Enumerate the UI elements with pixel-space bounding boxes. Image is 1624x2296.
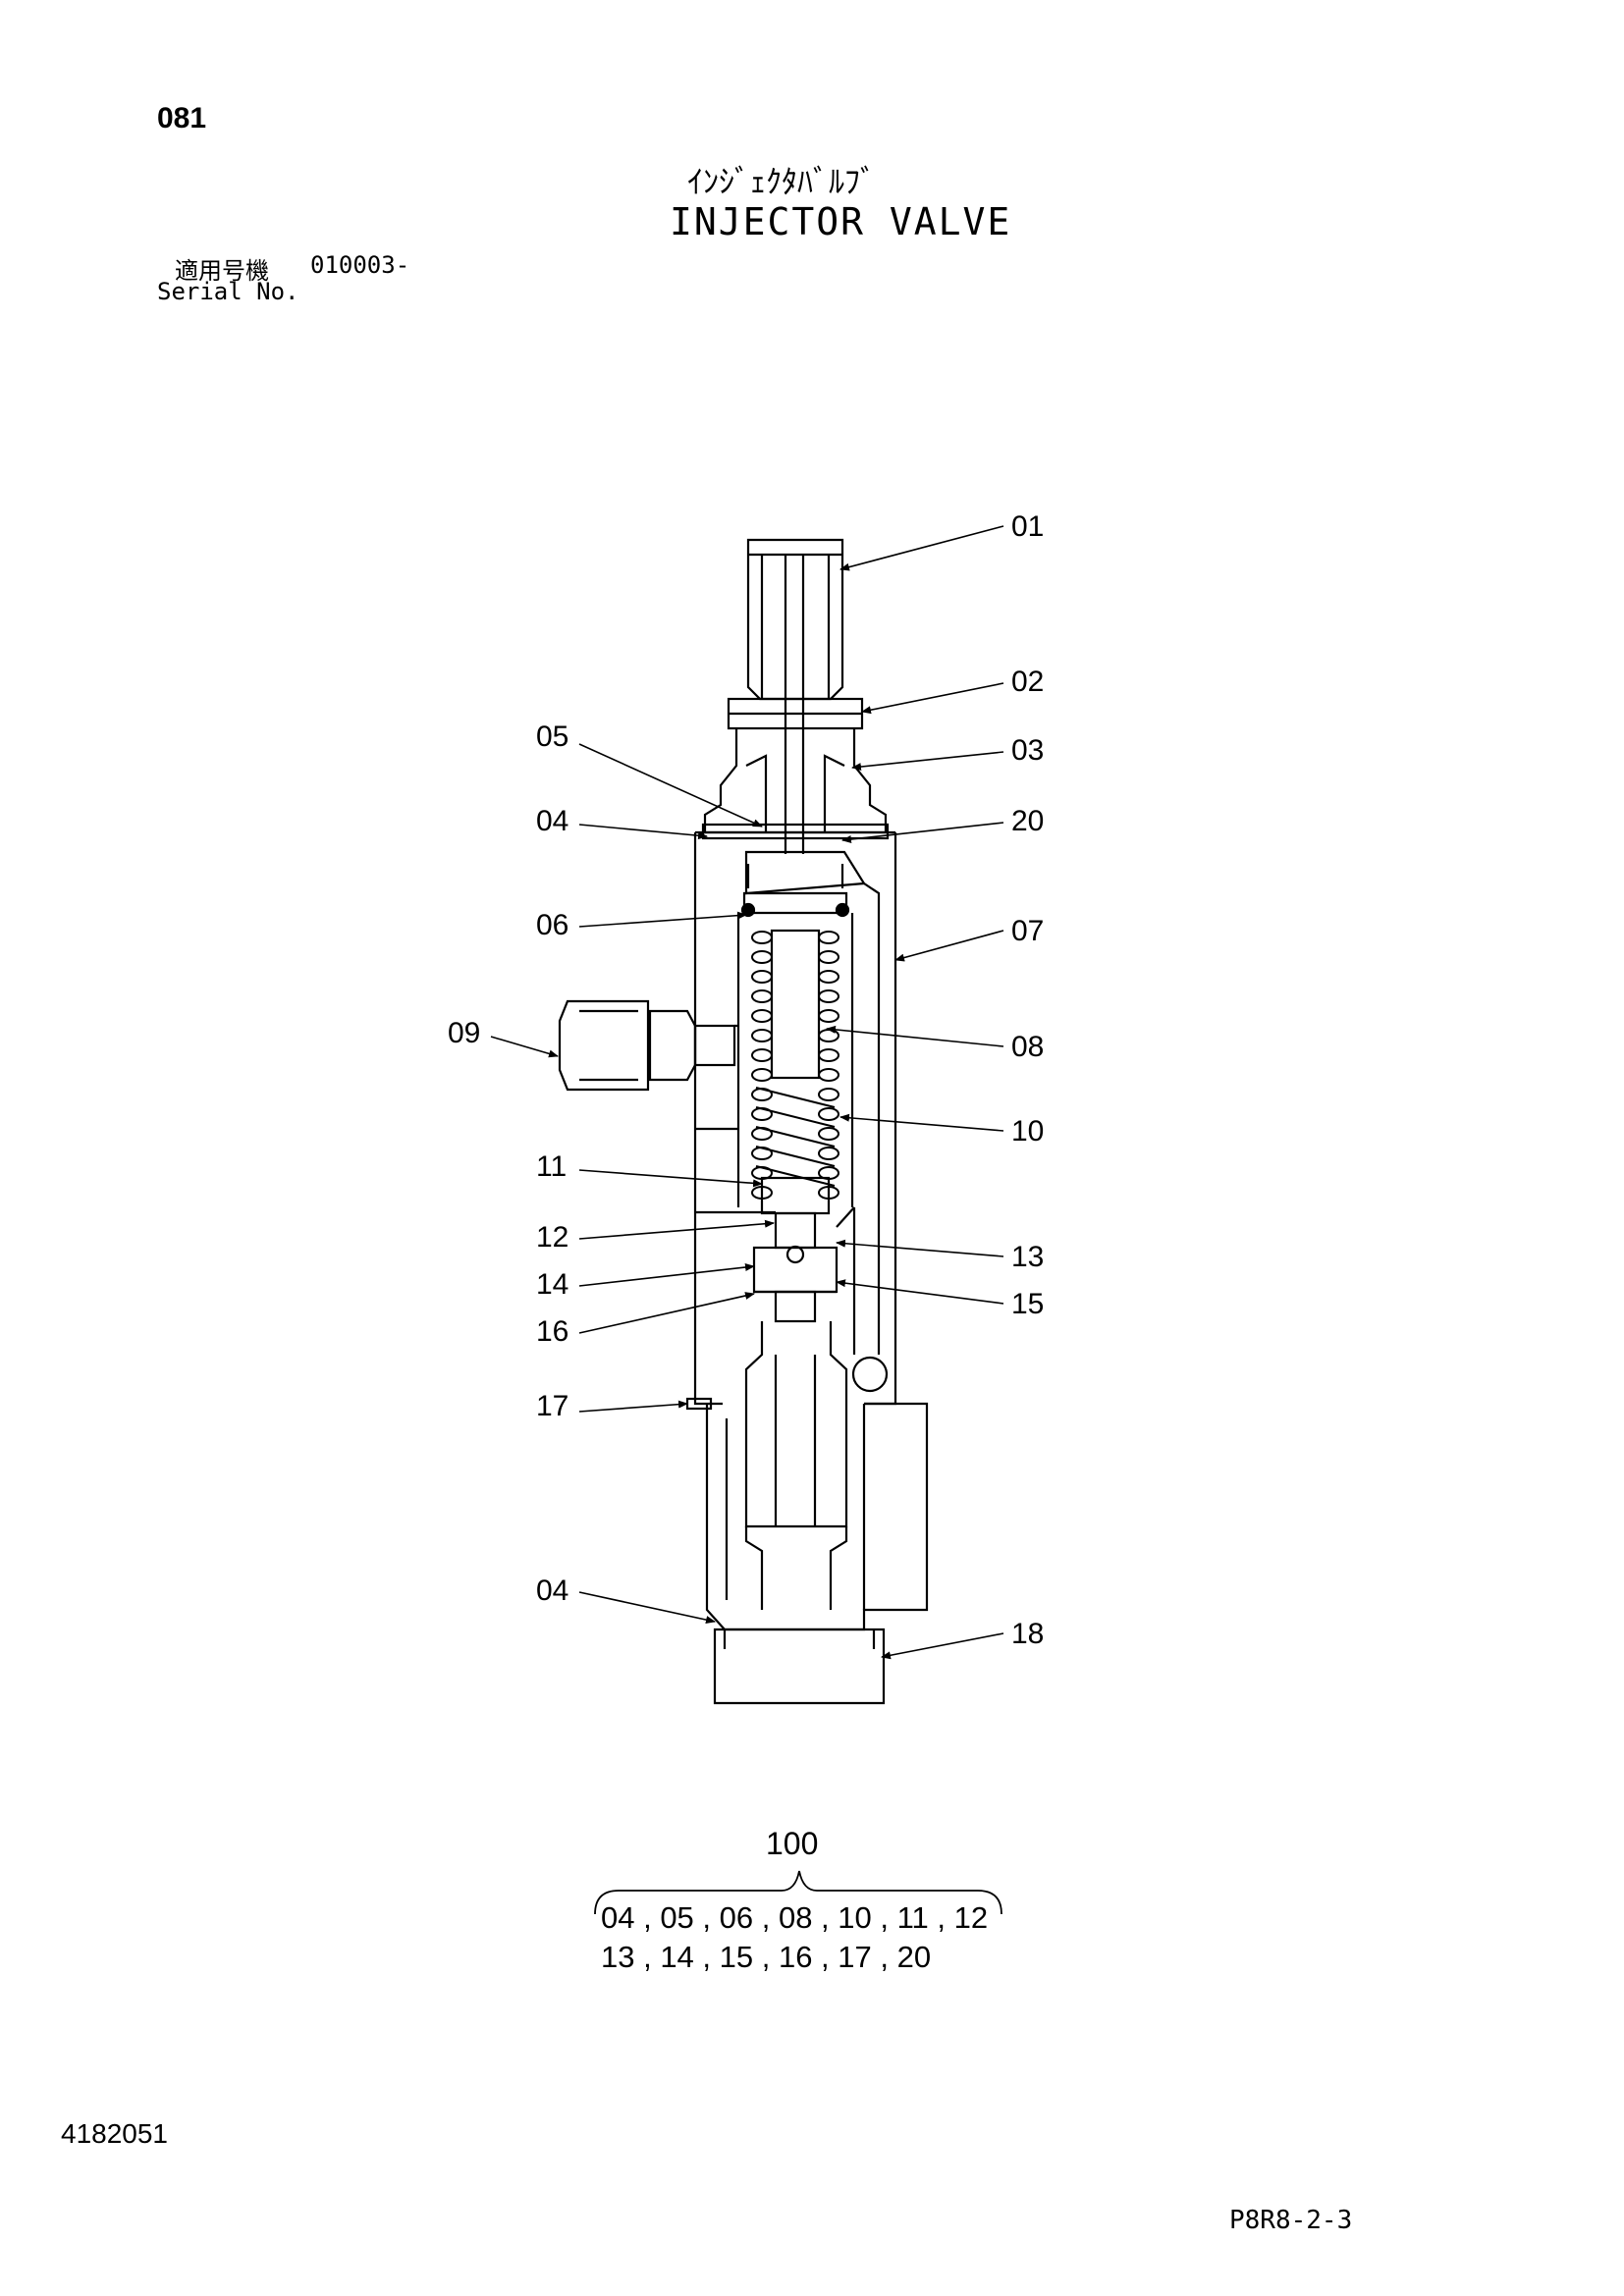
drawing-number: 4182051 [61,2118,169,2149]
callout-20: 20 [1011,805,1044,837]
callout-11: 11 [536,1150,567,1183]
callout-13: 13 [1011,1241,1044,1273]
assembly-parts-line-2: 13 , 14 , 15 , 16 , 17 , 20 [601,1940,932,1974]
callout-02: 02 [1011,666,1044,698]
callout-01: 01 [1011,510,1044,543]
callout-10: 10 [1011,1115,1044,1148]
title-japanese: ｲﾝｼﾞｪｸﾀﾊﾞﾙﾌﾞ [687,164,877,199]
callout-03: 03 [1011,734,1044,767]
callout-05: 05 [536,721,568,753]
serial-label-japanese: 適用号機 [175,258,269,285]
callout-04-bottom: 04 [536,1575,568,1607]
callout-09: 09 [448,1017,480,1049]
assembly-brace [594,1870,1002,1915]
callout-15: 15 [1011,1288,1044,1320]
callout-07: 07 [1011,915,1044,947]
page-number: 081 [157,102,207,134]
callout-14: 14 [536,1268,568,1301]
callout-18: 18 [1011,1618,1044,1650]
callout-numbers: 01 02 03 20 07 08 10 13 15 18 05 04 06 0… [448,510,1044,1650]
assembly-parts-line-1: 04 , 05 , 06 , 08 , 10 , 11 , 12 [601,1900,989,1935]
leader-lines [490,525,1004,1660]
callout-08: 08 [1011,1031,1044,1063]
valve-body-outline [558,538,929,1705]
serial-number-range: 010003- [310,251,410,279]
callout-17: 17 [536,1390,568,1422]
serial-label-english: Serial No. [157,278,299,305]
callout-06: 06 [536,909,568,941]
callout-04-top: 04 [536,805,568,837]
callout-12: 12 [536,1221,568,1254]
callout-16: 16 [536,1315,568,1348]
assembly-number: 100 [766,1826,819,1861]
title-english: INJECTOR VALVE [670,200,1012,243]
sheet-code: P8R8-2-3 [1229,2206,1353,2235]
